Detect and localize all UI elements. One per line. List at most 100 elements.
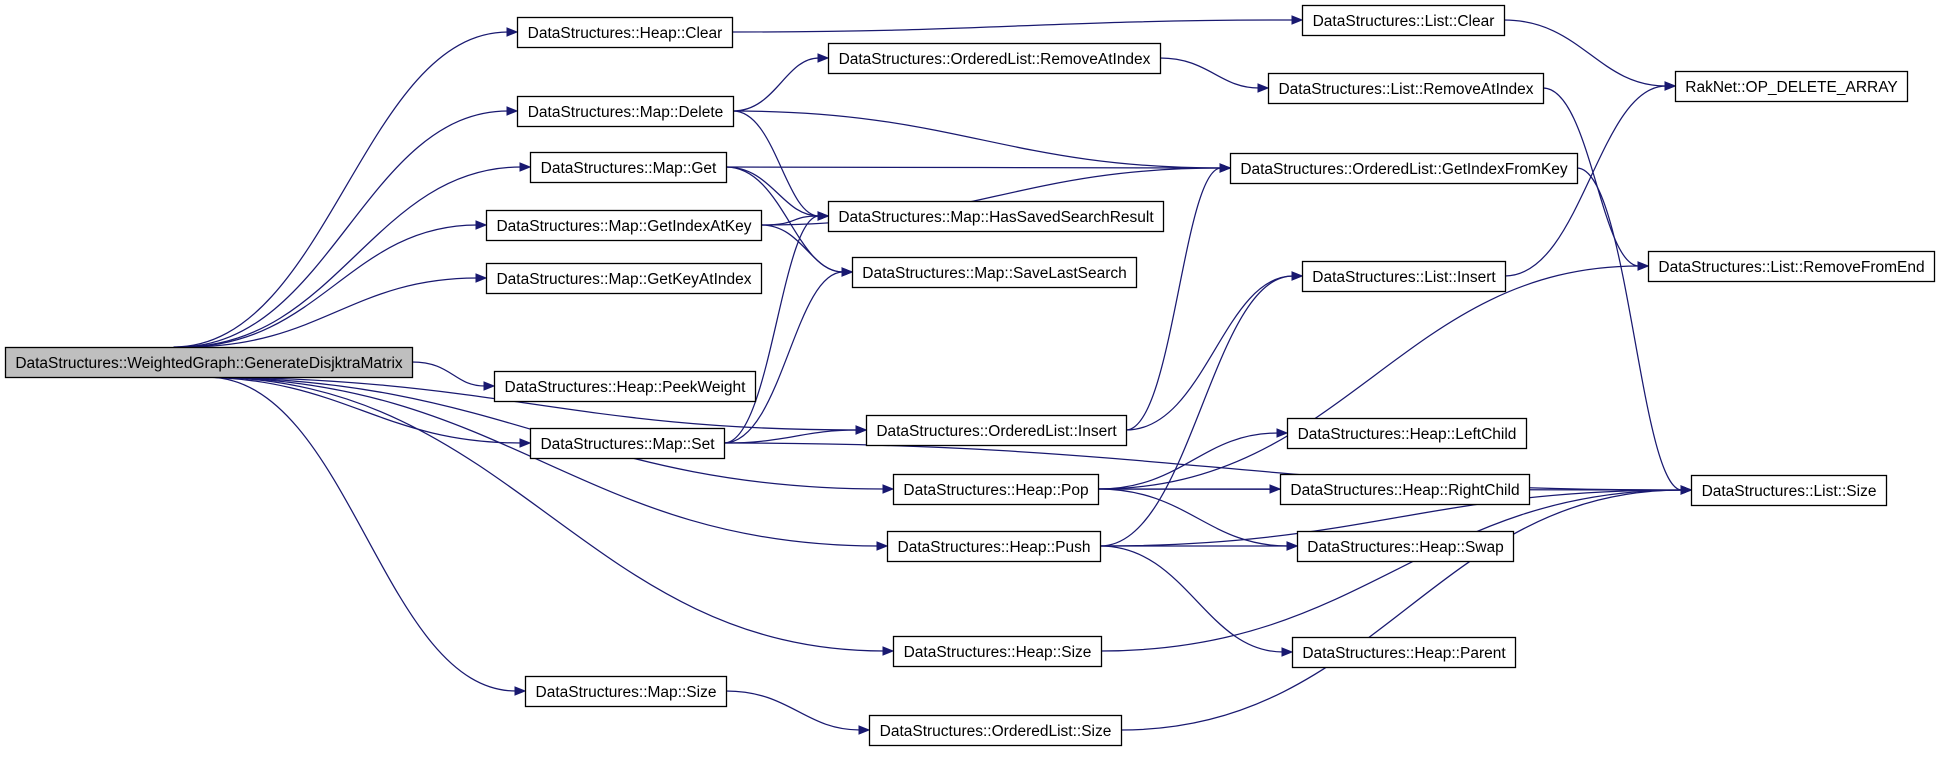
edge-line: [1503, 19, 1667, 87]
edge-arrowhead: [519, 162, 532, 172]
node-box: [1647, 250, 1936, 283]
edge-root-to-heap-push: [199, 376, 889, 551]
node-box: [1267, 72, 1545, 105]
edge-arrowhead: [519, 438, 532, 448]
node-map-savelast[interactable]: DataStructures::Map::SaveLastSearch: [851, 256, 1138, 289]
node-label: DataStructures::Heap::Clear: [528, 25, 723, 42]
edge-arrowhead: [817, 211, 830, 221]
edge-line: [183, 224, 478, 348]
node-heap-push[interactable]: DataStructures::Heap::Push: [886, 530, 1102, 563]
node-box: [1291, 636, 1517, 669]
edge-arrowhead: [1680, 485, 1693, 495]
edge-heap-pop-to-list-removefromend: [1097, 261, 1650, 490]
node-map-hassaved[interactable]: DataStructures::Map::HasSavedSearchResul…: [827, 200, 1165, 233]
edge-line: [1542, 87, 1640, 267]
edge-arrowhead: [817, 53, 830, 63]
node-label: DataStructures::Heap::RightChild: [1290, 482, 1519, 499]
node-heap-size[interactable]: DataStructures::Heap::Size: [892, 635, 1103, 668]
edge-ol-size-to-list-size: [1120, 485, 1693, 731]
node-box: [516, 16, 734, 49]
edge-line: [1576, 167, 1683, 491]
node-box: [516, 95, 735, 128]
node-box: [485, 262, 763, 295]
node-box: [868, 714, 1123, 747]
node-box: [524, 675, 728, 708]
node-label: DataStructures::Map::GetIndexAtKey: [496, 218, 751, 235]
node-label: DataStructures::List::RemoveFromEnd: [1658, 259, 1924, 276]
node-list-clear[interactable]: DataStructures::List::Clear: [1301, 4, 1506, 37]
edge-map-set-to-list-size: [723, 442, 1693, 495]
edge-map-getindexatkey-to-map-savelast: [760, 224, 854, 277]
node-label: DataStructures::Heap::LeftChild: [1298, 426, 1517, 443]
edge-line: [1099, 489, 1683, 547]
edge-arrowhead: [1664, 81, 1677, 91]
node-heap-peekweight[interactable]: DataStructures::Heap::PeekWeight: [493, 370, 757, 403]
edge-list-insert-to-raknet-delete: [1504, 81, 1677, 277]
node-ol-getindexfromkey[interactable]: DataStructures::OrderedList::GetIndexFro…: [1229, 152, 1579, 185]
node-map-getkeyatindex[interactable]: DataStructures::Map::GetKeyAtIndex: [485, 262, 763, 295]
node-ol-insert[interactable]: DataStructures::OrderedList::Insert: [865, 414, 1128, 447]
edge-heap-pop-to-heap-swap: [1097, 488, 1299, 551]
node-ol-removeatindex[interactable]: DataStructures::OrderedList::RemoveAtInd…: [827, 42, 1162, 75]
edge-line: [732, 110, 820, 217]
node-heap-swap[interactable]: DataStructures::Heap::Swap: [1296, 530, 1515, 563]
edge-heap-clear-to-list-clear: [731, 15, 1304, 33]
node-map-getindexatkey[interactable]: DataStructures::Map::GetIndexAtKey: [485, 209, 763, 242]
edge-ol-insert-to-list-insert: [1125, 271, 1304, 431]
node-list-insert[interactable]: DataStructures::List::Insert: [1301, 260, 1507, 293]
node-list-removefromend[interactable]: DataStructures::List::RemoveFromEnd: [1647, 250, 1936, 283]
node-raknet-delete[interactable]: RakNet::OP_DELETE_ARRAY: [1674, 70, 1909, 103]
edge-root-to-map-getindexatkey: [183, 220, 488, 348]
edge-map-delete-to-ol-getindexfromkey: [732, 110, 1232, 173]
node-label: DataStructures::OrderedList::Insert: [876, 423, 1117, 440]
node-box: [485, 209, 763, 242]
edge-line: [725, 166, 1222, 169]
node-map-size[interactable]: DataStructures::Map::Size: [524, 675, 728, 708]
edge-arrowhead: [1257, 83, 1270, 93]
node-root[interactable]: DataStructures::WeightedGraph::GenerateD…: [4, 346, 414, 379]
edge-arrowhead: [858, 725, 871, 735]
node-list-size[interactable]: DataStructures::List::Size: [1690, 474, 1888, 507]
edge-arrowhead: [483, 381, 496, 391]
edge-arrowhead: [514, 686, 527, 696]
edge-line: [185, 277, 478, 348]
edge-arrowhead: [855, 425, 868, 435]
node-map-delete[interactable]: DataStructures::Map::Delete: [516, 95, 735, 128]
node-heap-clear[interactable]: DataStructures::Heap::Clear: [516, 16, 734, 49]
node-map-get[interactable]: DataStructures::Map::Get: [529, 151, 728, 184]
node-list-removeatindex[interactable]: DataStructures::List::RemoveAtIndex: [1267, 72, 1545, 105]
edge-root-to-map-get: [180, 162, 532, 348]
edge-line: [723, 215, 820, 444]
edge-line: [206, 376, 517, 692]
node-heap-rightchild[interactable]: DataStructures::Heap::RightChild: [1279, 473, 1531, 506]
edge-line: [1099, 545, 1284, 653]
edge-heap-push-to-list-insert: [1099, 271, 1304, 547]
node-box: [529, 151, 728, 184]
edge-arrowhead: [1291, 15, 1304, 25]
node-map-set[interactable]: DataStructures::Map::Set: [529, 427, 726, 460]
edge-map-delete-to-ol-removeatindex: [732, 53, 830, 112]
edge-root-to-map-getkeyatindex: [185, 273, 488, 348]
edge-line: [194, 376, 522, 444]
edge-line: [1159, 57, 1260, 89]
node-heap-leftchild[interactable]: DataStructures::Heap::LeftChild: [1286, 417, 1528, 450]
node-box: [827, 200, 1165, 233]
node-box: [1301, 260, 1507, 293]
edge-line: [1097, 432, 1279, 490]
node-heap-pop[interactable]: DataStructures::Heap::Pop: [892, 473, 1100, 506]
node-label: DataStructures::Map::HasSavedSearchResul…: [838, 209, 1154, 226]
node-box: [1229, 152, 1579, 185]
edge-heap-pop-to-heap-leftchild: [1097, 428, 1289, 490]
node-heap-parent[interactable]: DataStructures::Heap::Parent: [1291, 636, 1517, 669]
node-ol-size[interactable]: DataStructures::OrderedList::Size: [868, 714, 1123, 747]
edge-arrowhead: [1637, 261, 1650, 271]
node-label: DataStructures::Heap::Parent: [1302, 645, 1506, 662]
edge-ol-removeatindex-to-list-removeatindex: [1159, 57, 1270, 93]
edge-line: [732, 57, 820, 112]
nodes-layer: DataStructures::WeightedGraph::GenerateD…: [4, 4, 1936, 747]
edge-line: [411, 361, 486, 387]
edge-root-to-heap-size: [204, 376, 895, 656]
node-box: [892, 635, 1103, 668]
edge-line: [180, 166, 522, 348]
edge-line: [173, 31, 509, 348]
